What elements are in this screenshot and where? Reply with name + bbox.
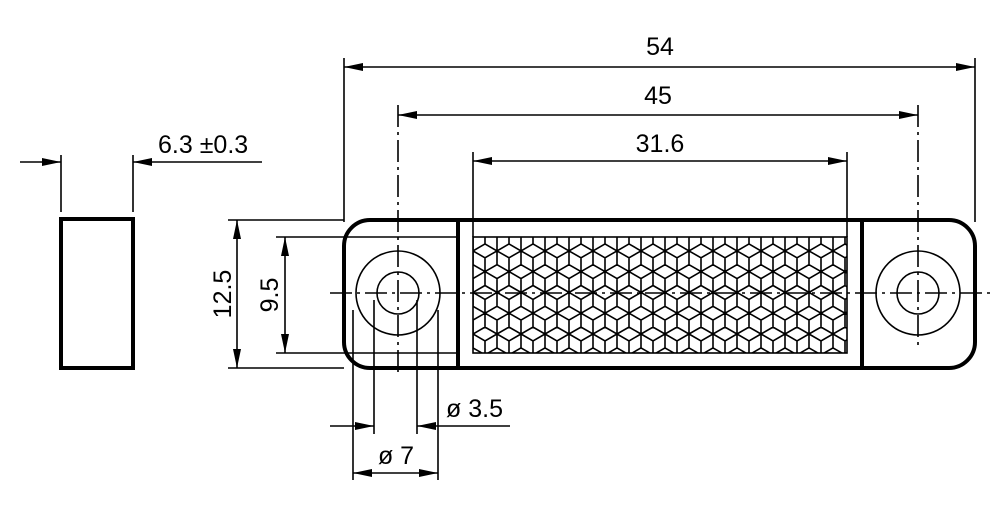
reflector-length-label: 31.6 bbox=[636, 130, 685, 158]
hole-diameter-label: ø 3.5 bbox=[446, 395, 503, 423]
side-view-outline bbox=[59, 217, 135, 370]
counterbore-diameter-label: ø 7 bbox=[378, 442, 414, 470]
inner-height-label: 9.5 bbox=[256, 278, 284, 313]
hole-spacing-label: 45 bbox=[644, 82, 672, 110]
left-dimensions: 12.5 9.5 bbox=[209, 219, 456, 369]
overall-length-label: 54 bbox=[646, 33, 674, 61]
diameter-dimensions: ø 3.5 ø 7 bbox=[330, 300, 510, 480]
front-view bbox=[330, 105, 992, 375]
side-view: 6.3 ±0.3 bbox=[20, 131, 262, 370]
overall-height-label: 12.5 bbox=[209, 270, 237, 319]
top-dimensions: 54 45 31.6 bbox=[343, 33, 976, 237]
body-outline bbox=[342, 218, 977, 370]
thickness-label: 6.3 ±0.3 bbox=[158, 131, 248, 159]
